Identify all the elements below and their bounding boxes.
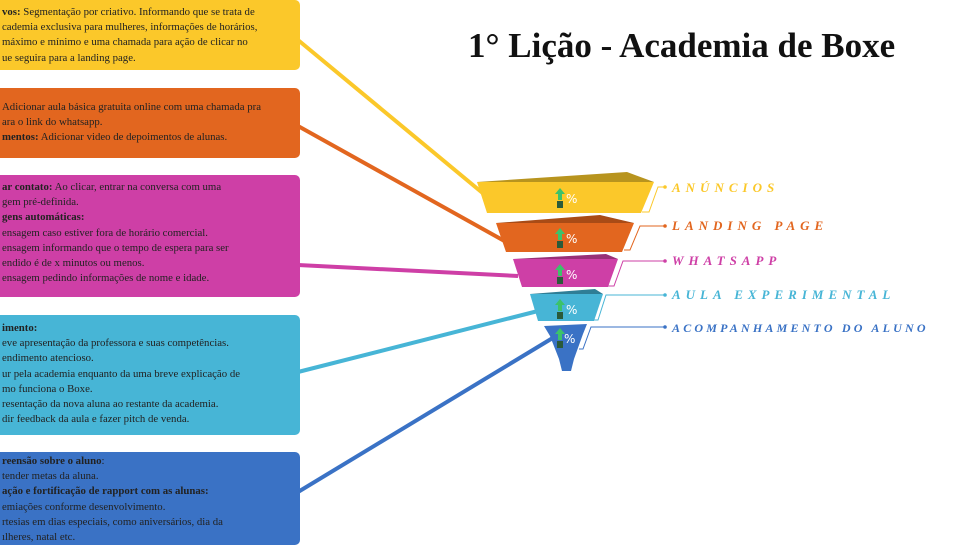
connector-acompanhamento: [296, 334, 558, 494]
detail-heading: imento:: [2, 322, 38, 334]
whatsapp-details-box: ar contato: Ao clicar, entrar na convers…: [0, 175, 300, 297]
detail-text: Adicionar video de depoimentos de alunas…: [38, 131, 228, 144]
detail-heading: gens automáticas:: [2, 211, 85, 224]
detail-line: ensagem pedindo informações de nome e id…: [2, 271, 300, 286]
detail-text: tender metas da aluna.: [2, 470, 99, 483]
bracket-anuncios: [642, 186, 665, 213]
funnel-top-anuncios: [477, 172, 654, 182]
detail-line: endido é de x minutos ou menos.: [2, 256, 300, 271]
anuncios-details-box: vos: Segmentação por criativo. Informand…: [0, 0, 300, 70]
growth-arrow-icon: [555, 264, 565, 284]
detail-text: ensagem informando que o tempo de espera…: [2, 241, 229, 254]
detail-text: Segmentação por criativo. Informando que…: [20, 6, 255, 18]
detail-line: imento:: [2, 321, 300, 336]
connector-landing: [297, 124, 509, 245]
detail-line: ur pela academia enquanto da uma breve e…: [2, 367, 300, 382]
landing-details-box: Adicionar aula básica gratuita online co…: [0, 88, 300, 158]
detail-line: vos: Segmentação por criativo. Informand…: [2, 5, 300, 20]
stage-label-whatsapp: WHATSAPP: [672, 253, 782, 268]
detail-heading: mentos:: [2, 131, 39, 144]
detail-text: ensagem pedindo informações de nome e id…: [2, 272, 210, 285]
stage-label-anuncios: ANÚNCIOS: [672, 180, 780, 195]
percent-anuncios: %: [566, 192, 578, 206]
connector-whatsapp: [297, 263, 519, 278]
connector-aula: [297, 309, 539, 374]
detail-text: ensagem caso estiver fora de horário com…: [2, 226, 208, 239]
detail-line: mo funciona o Boxe.: [2, 382, 300, 397]
funnel-segment-landing: [496, 223, 634, 252]
stage-label-acompanhamento: ACOMPANHAMENTO DO ALUNO: [672, 321, 929, 335]
detail-line: ensagem informando que o tempo de espera…: [2, 241, 300, 256]
detail-line: máximo e mínimo e uma chamada para ação …: [2, 35, 300, 50]
detail-line: tender metas da aluna.: [2, 469, 300, 484]
detail-text: cademia exclusiva para mulheres, informa…: [2, 21, 258, 34]
detail-text: endido é de x minutos ou menos.: [2, 257, 145, 270]
detail-heading: vos:: [2, 6, 21, 18]
funnel-segment-anuncios: [477, 182, 654, 213]
detail-text: máximo e mínimo e uma chamada para ação …: [2, 36, 248, 49]
stage-label-aula-experimental: AULA EXPERIMENTAL: [672, 287, 896, 302]
bracket-aula: [594, 294, 665, 321]
detail-line: Adicionar aula básica gratuita online co…: [2, 100, 300, 115]
detail-text: rtesias em dias especiais, como aniversá…: [2, 515, 223, 528]
detail-line: cademia exclusiva para mulheres, informa…: [2, 20, 300, 35]
detail-line: ação e fortificação de rapport com as al…: [2, 484, 300, 499]
funnel-segment-whatsapp: [513, 259, 618, 287]
detail-line: ensagem caso estiver fora de horário com…: [2, 226, 300, 241]
growth-arrow-icon: [555, 299, 565, 319]
bracket-landing: [624, 225, 665, 251]
detail-line: rtesias em dias especiais, como aniversá…: [2, 515, 300, 530]
funnel-top-landing: [496, 215, 634, 223]
detail-line: ue seguira para a landing page.: [2, 51, 300, 66]
detail-text: Ao clicar, entrar na conversa com uma: [52, 181, 222, 193]
detail-text: endimento atencioso.: [2, 352, 94, 365]
detail-line: ara o link do whatsapp.: [2, 115, 300, 130]
detail-text: gem pré-definida.: [2, 196, 79, 209]
percent-landing: %: [566, 232, 578, 246]
detail-line: endimento atencioso.: [2, 351, 300, 366]
growth-arrow-icon: [555, 188, 565, 208]
connector-anuncios: [296, 38, 487, 197]
funnel-top-whatsapp: [513, 254, 618, 259]
detail-line: reensão sobre o aluno:: [2, 454, 300, 469]
detail-text: resentação da nova aluna ao restante da …: [2, 398, 219, 411]
detail-text: mo funciona o Boxe.: [2, 382, 93, 395]
detail-text: :: [101, 455, 105, 467]
detail-text: ue seguira para a landing page.: [2, 51, 136, 64]
detail-text: emiações conforme desenvolvimento.: [2, 500, 166, 513]
stage-label-landing-page: LANDING PAGE: [672, 218, 829, 233]
growth-arrow-icon: [555, 328, 565, 348]
detail-heading: ação e fortificação de rapport com as al…: [2, 485, 209, 498]
bracket-acompanhamento: [579, 326, 665, 350]
detail-line: resentação da nova aluna ao restante da …: [2, 397, 300, 412]
detail-text: ılheres, natal etc.: [2, 531, 76, 544]
percent-whatsapp: %: [566, 268, 578, 282]
detail-line: mentos: Adicionar video de depoimentos d…: [2, 130, 300, 145]
detail-line: ılheres, natal etc.: [2, 530, 300, 545]
detail-heading: reensão sobre o aluno: [2, 455, 102, 467]
detail-line: gens automáticas:: [2, 210, 300, 225]
detail-text: dir feedback da aula e fazer pitch de ve…: [2, 413, 190, 426]
detail-line: eve apresentação da professora e suas co…: [2, 336, 300, 351]
funnel-segment-acompanhamento: [544, 324, 587, 371]
percent-acompanhamento: %: [564, 332, 576, 346]
page-title: 1° Lição - Academia de Boxe: [468, 26, 896, 65]
detail-heading: ar contato:: [2, 181, 53, 193]
detail-text: Adicionar aula básica gratuita online co…: [2, 101, 262, 113]
detail-text: ur pela academia enquanto da uma breve e…: [2, 367, 241, 380]
detail-line: dir feedback da aula e fazer pitch de ve…: [2, 412, 300, 427]
detail-line: ar contato: Ao clicar, entrar na convers…: [2, 180, 300, 195]
detail-line: gem pré-definida.: [2, 195, 300, 210]
growth-arrow-icon: [555, 228, 565, 248]
bracket-whatsapp: [608, 260, 665, 287]
detail-line: emiações conforme desenvolvimento.: [2, 500, 300, 515]
detail-text: ara o link do whatsapp.: [2, 116, 103, 129]
funnel-segment-aula: [530, 294, 603, 321]
percent-aula: %: [566, 303, 578, 317]
acompanhamento-details-box: reensão sobre o aluno:tender metas da al…: [0, 452, 300, 545]
aula-details-box: imento: eve apresentação da professora e …: [0, 315, 300, 435]
funnel-top-aula: [530, 289, 603, 294]
detail-text: eve apresentação da professora e suas co…: [2, 337, 229, 350]
